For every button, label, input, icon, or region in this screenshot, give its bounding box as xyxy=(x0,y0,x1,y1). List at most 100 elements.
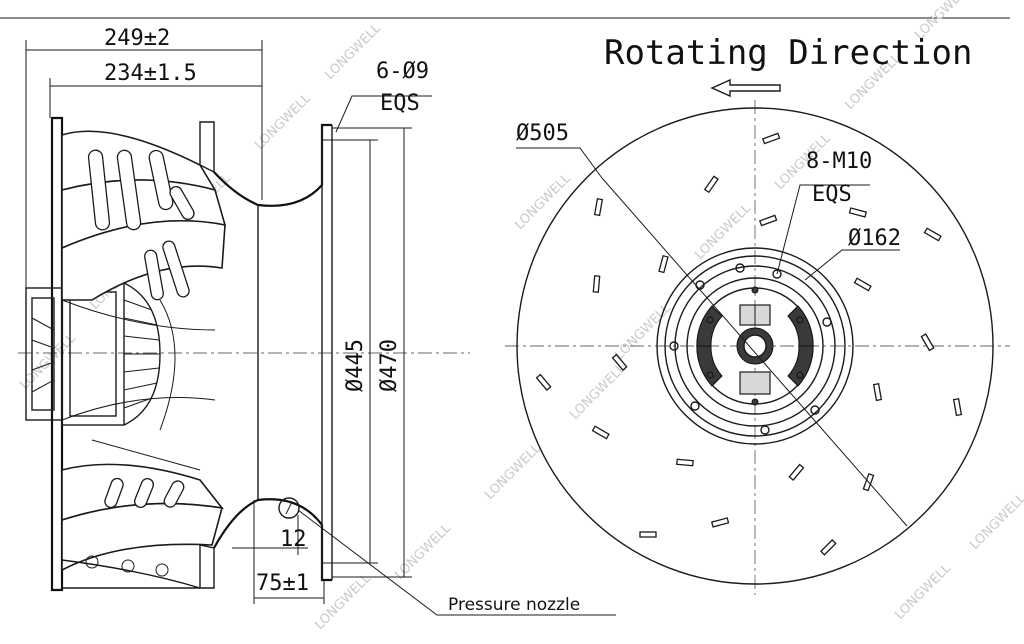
motor-segments xyxy=(696,305,814,387)
rivet xyxy=(121,559,135,573)
motor-segment xyxy=(787,345,814,387)
hub-flange-ring xyxy=(674,265,836,427)
motor-rib xyxy=(31,317,55,331)
blade-slot xyxy=(87,149,111,231)
blade-tip xyxy=(848,207,868,218)
dim-blade-width: 234±1.5 xyxy=(104,61,197,86)
blade-slot xyxy=(133,478,155,508)
dim-line-impeller xyxy=(601,177,908,527)
motor-rib xyxy=(31,379,55,393)
arrow-left-icon xyxy=(710,78,781,98)
screw-icon xyxy=(706,316,714,324)
motor-rib xyxy=(31,339,55,349)
leader-hub-bolts xyxy=(776,184,870,275)
dim-impeller-diameter: Ø505 xyxy=(516,121,569,146)
screw-icon xyxy=(751,286,759,294)
blade-mid-line xyxy=(61,397,216,421)
leader-hub-diameter xyxy=(804,249,900,281)
blade-slot xyxy=(116,149,142,231)
blade-tip xyxy=(611,353,628,371)
impeller-blades-lower xyxy=(61,463,224,589)
watermark-text: LONGWELL xyxy=(892,561,954,623)
blade-tip xyxy=(761,132,781,145)
inlet-ring-lower-profile xyxy=(213,498,332,582)
rotor-fin xyxy=(123,397,153,409)
pressure-nozzle-label: Pressure nozzle xyxy=(448,595,580,615)
leader-pressure-nozzle xyxy=(297,509,616,616)
blade-slot xyxy=(162,240,190,298)
rotor-fin xyxy=(123,382,158,391)
blade-tip xyxy=(592,275,601,293)
blade xyxy=(61,502,224,572)
back-plate xyxy=(50,116,64,592)
rotor-fin xyxy=(123,367,160,373)
motor-segment xyxy=(696,345,723,387)
motor-segment xyxy=(696,305,723,347)
inlet-ring-upper-profile xyxy=(213,123,332,207)
blade-tip xyxy=(703,175,719,194)
side-view: 249±2 234±1.5 6-Ø9 EQS Ø445 Ø470 12 75±1… xyxy=(18,26,616,616)
motor-end-cap-inner xyxy=(31,297,55,411)
bolt-icon xyxy=(760,425,770,435)
screw-icon xyxy=(706,371,714,379)
dim-overall-width: 249±2 xyxy=(104,26,170,51)
blade-lower-base xyxy=(61,559,201,589)
shaft xyxy=(743,334,767,358)
blade-tip xyxy=(872,383,883,402)
blade-slot xyxy=(169,185,195,221)
bolt-icon xyxy=(772,269,782,279)
blade-tip xyxy=(758,214,778,227)
screw-icon xyxy=(796,316,804,324)
inlet-ring xyxy=(213,123,333,582)
leader-mount-holes xyxy=(335,95,432,133)
rotor-fin xyxy=(123,299,153,311)
blade-tip xyxy=(952,398,963,417)
blade-tip xyxy=(853,277,872,292)
motor-ring xyxy=(686,277,824,415)
pressure-nozzle-mark xyxy=(285,501,293,515)
blade-mid-line xyxy=(159,299,176,431)
blade-tip xyxy=(658,254,669,274)
rivet xyxy=(155,563,169,577)
blade-slot xyxy=(163,480,185,508)
rotor-fin xyxy=(123,317,158,326)
motor-window-bottom xyxy=(739,371,771,395)
blade-mid-line xyxy=(61,299,216,331)
motor-rib xyxy=(31,361,55,371)
screw-icon xyxy=(796,371,804,379)
impeller-blades-upper xyxy=(61,121,227,301)
blade-slot xyxy=(104,477,124,509)
blade-slot xyxy=(148,149,174,211)
watermark-text: LONGWELL xyxy=(392,521,454,583)
impeller-outer-circle xyxy=(516,107,994,585)
blade-tip xyxy=(788,463,805,481)
dim-nozzle-offset: 12 xyxy=(280,527,307,552)
bolt-icon xyxy=(690,401,700,411)
blade-tip xyxy=(591,425,610,440)
leader-impeller-diameter xyxy=(516,147,603,179)
shroud-upper-edge xyxy=(199,121,215,174)
blade-tips xyxy=(535,132,963,556)
dim-hub-eqs: EQS xyxy=(812,182,852,207)
blade-slot xyxy=(144,249,164,301)
watermark-text: LONGWELL xyxy=(567,361,629,423)
blade-tip xyxy=(676,458,694,467)
dim-inlet-depth: 75±1 xyxy=(256,571,309,596)
bolt-icon xyxy=(810,405,820,415)
dim-mount-eqs: EQS xyxy=(380,91,420,116)
blade-tip xyxy=(593,198,604,217)
blade-tip xyxy=(820,539,837,556)
blade-tip xyxy=(639,531,657,538)
dim-hub-bolts: 8-M10 xyxy=(806,149,872,174)
bolt-icon xyxy=(669,341,679,351)
watermark-text: LONGWELL xyxy=(482,441,544,503)
rivet xyxy=(85,555,99,569)
shroud-lower-edge xyxy=(199,544,215,589)
blade-tip xyxy=(710,517,730,528)
watermark-text: LONGWELL xyxy=(967,491,1024,553)
dim-mount-holes: 6-Ø9 xyxy=(376,59,429,84)
blade xyxy=(61,219,226,301)
rotation-arrow-shape xyxy=(710,78,781,98)
rotor-fin xyxy=(123,335,160,341)
